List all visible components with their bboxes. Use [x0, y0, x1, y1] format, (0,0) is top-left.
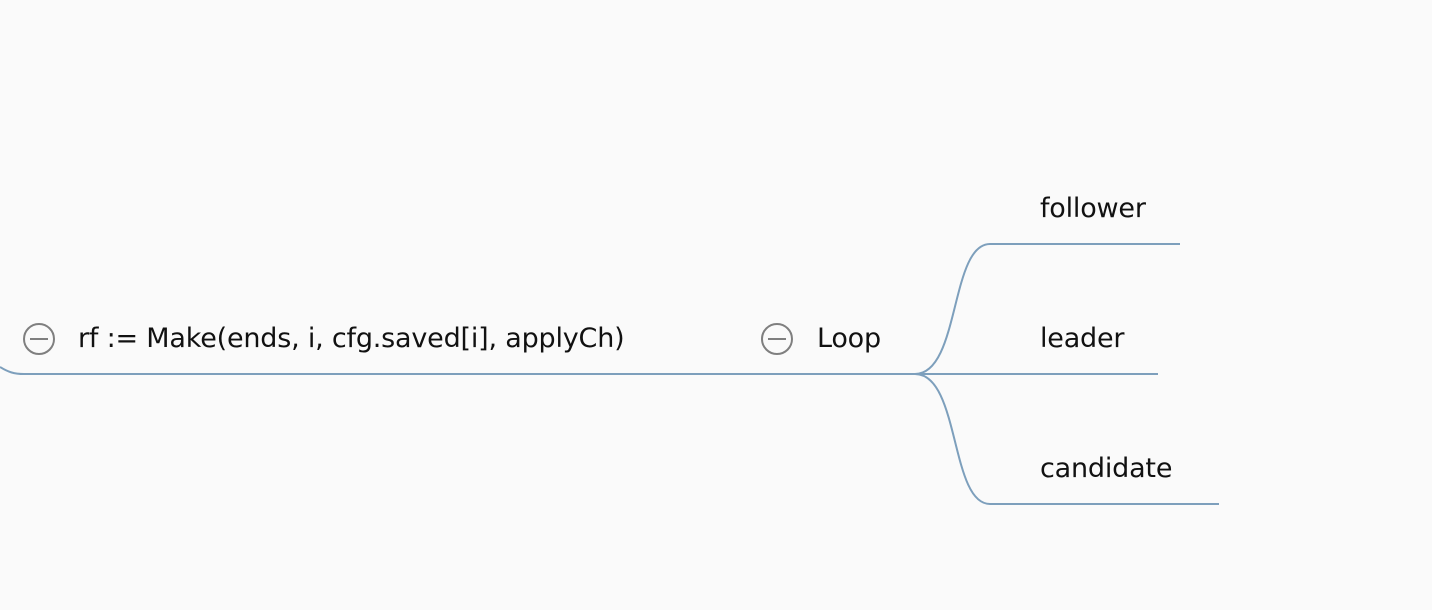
link-follower	[914, 243, 1180, 375]
child-node-leader[interactable]: leader	[1040, 323, 1125, 354]
link-incoming	[0, 366, 25, 375]
link-candidate	[914, 373, 1219, 505]
root-collapse-toggle[interactable]	[22, 322, 56, 356]
child-node-follower[interactable]: follower	[1040, 193, 1146, 224]
collapse-minus-icon	[23, 323, 55, 355]
loop-node-label[interactable]: Loop	[817, 323, 881, 354]
loop-collapse-toggle[interactable]	[760, 322, 794, 356]
collapse-minus-icon	[761, 323, 793, 355]
child-node-candidate[interactable]: candidate	[1040, 453, 1173, 484]
root-node-label[interactable]: rf := Make(ends, i, cfg.saved[i], applyC…	[78, 323, 625, 354]
